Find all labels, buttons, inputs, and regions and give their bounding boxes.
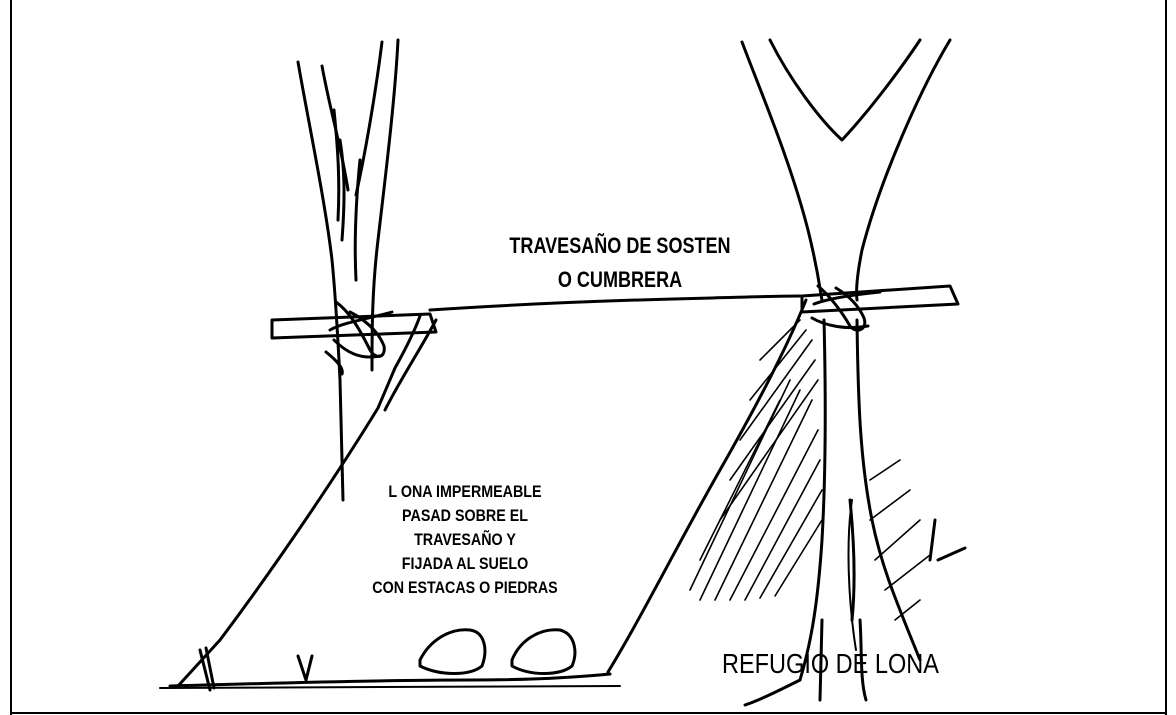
ridge-label-line-2: O CUMBRERA xyxy=(557,267,683,292)
tarp-label-line-2: PASAD SOBRE EL xyxy=(402,506,528,525)
tarp-sheet xyxy=(168,298,808,688)
page-border xyxy=(10,0,1167,715)
ridge-label-line-1: TRAVESAÑO DE SOSTEN xyxy=(509,233,731,258)
right-tree xyxy=(740,38,952,707)
tarp-label-line-4: FIJADA AL SUELO xyxy=(401,554,529,573)
ridge-line xyxy=(428,294,802,312)
tarp-label-line-5: CON ESTACAS o PIEDRAS xyxy=(372,578,558,597)
tarp-label: L ONA IMPERMEABLE PASAD SOBRE EL TRAVESA… xyxy=(352,480,579,600)
tarp-shadow-hatch xyxy=(689,319,931,621)
tarp-label-line-3: TRAVESAÑO Y xyxy=(414,530,516,549)
tarp-label-line-1: L ONA IMPERMEABLE xyxy=(388,482,542,501)
right-lashing xyxy=(800,284,960,332)
ground-stakes xyxy=(198,518,967,692)
left-lashing xyxy=(270,300,438,376)
ridge-pole-label: TRAVESAÑO DE SOSTEN O CUMBRERA xyxy=(472,229,767,297)
diagram-title: REFUGIO DE LONA xyxy=(722,648,939,679)
ground-rocks xyxy=(159,499,857,689)
left-tree xyxy=(296,38,400,502)
